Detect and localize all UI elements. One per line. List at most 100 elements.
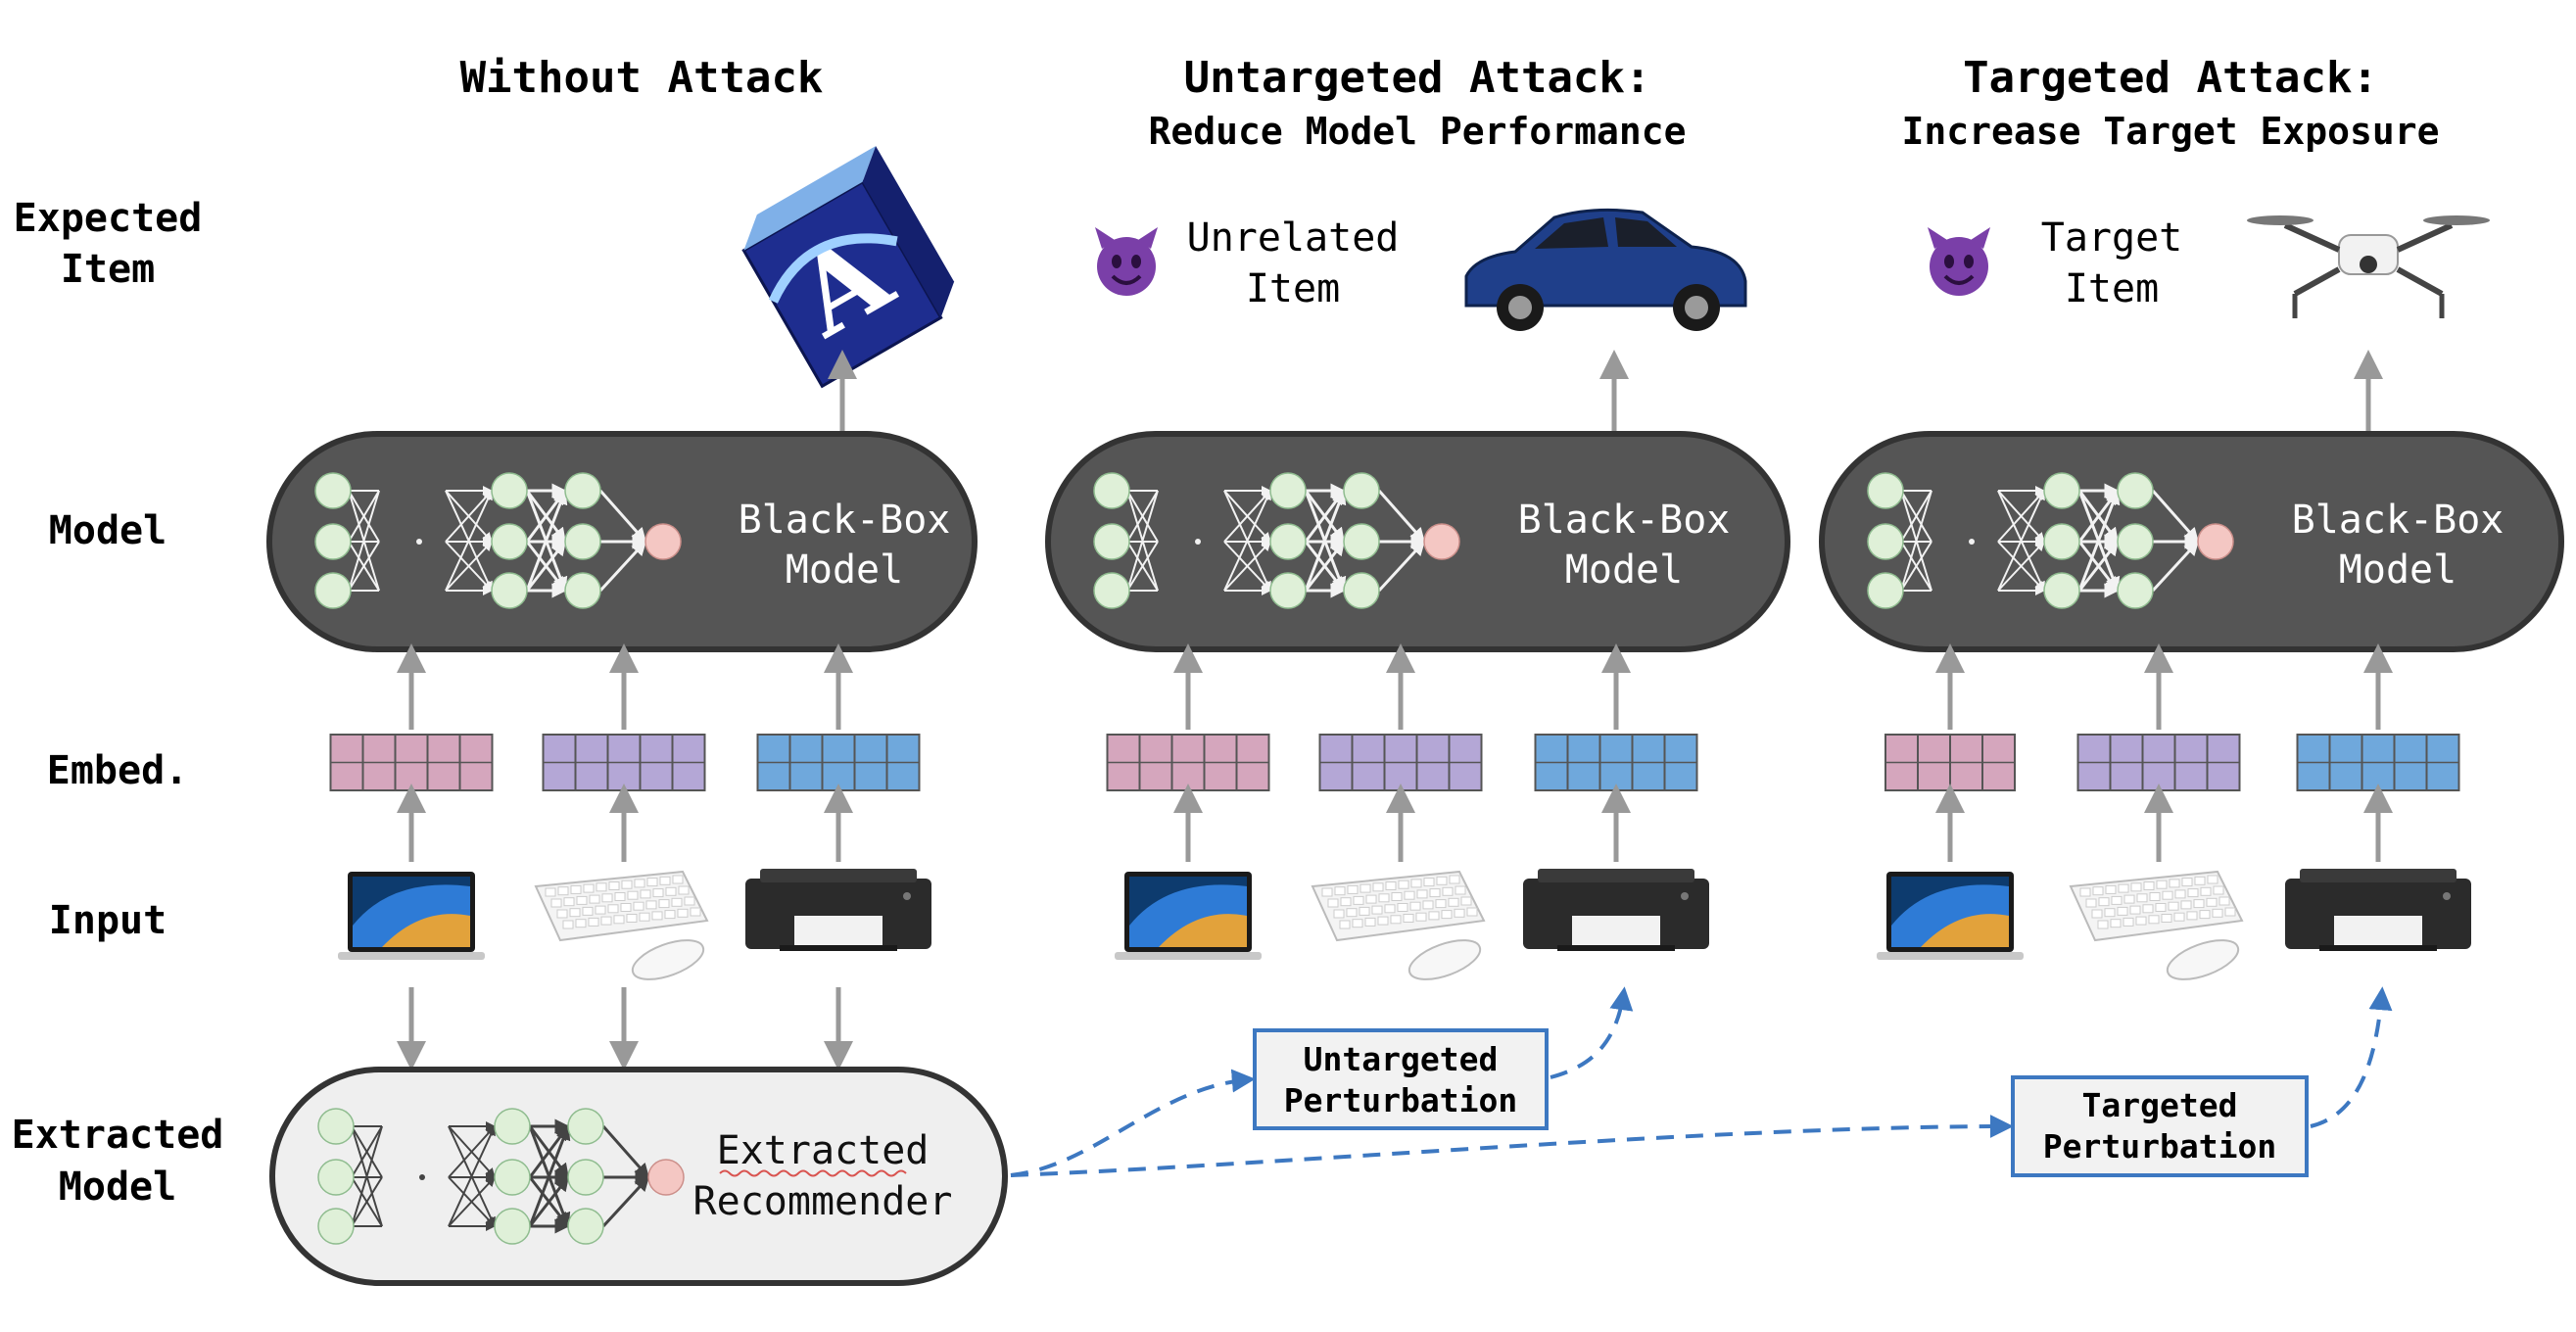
neural-network-icon: [1867, 472, 2234, 609]
neuron: [1343, 472, 1380, 509]
black-box-label-line2: Model: [1565, 547, 1683, 593]
neuron: [1867, 523, 1904, 560]
target-item-label-line2: Item: [2065, 266, 2159, 311]
blue-sedan-image: [1464, 208, 1747, 331]
black-box-model-untargeted-attack: Black-Box Model: [1045, 431, 1790, 652]
column-title-untargeted-attack: Untargeted Attack:: [1184, 53, 1651, 103]
neuron: [494, 1208, 531, 1245]
nn-ellipsis-dot: [416, 539, 422, 545]
neuron: [494, 1108, 531, 1145]
printer-icon: [1523, 869, 1709, 951]
neuron: [564, 523, 601, 560]
neuron: [2117, 572, 2154, 609]
neuron: [1343, 572, 1380, 609]
untargeted-perturbation-line1: Untargeted: [1304, 1040, 1499, 1078]
row-label-expected-item-line2: Item: [61, 247, 155, 292]
targeted-perturbation-box: Targeted Perturbation: [2011, 1075, 2309, 1177]
neuron: [1269, 523, 1307, 560]
row-label-extracted-model-line2: Model: [59, 1165, 176, 1210]
laptop-icon: [1115, 872, 1262, 960]
row-label-input: Input: [49, 898, 167, 943]
input-to-extracted-arrows: [397, 987, 853, 1070]
neuron: [2117, 472, 2154, 509]
output-neuron: [2197, 523, 2234, 560]
neuron: [567, 1159, 604, 1196]
row-label-model: Model: [49, 508, 167, 553]
embedding-vector: [2076, 734, 2241, 791]
neuron: [2043, 523, 2080, 560]
column-title-without-attack: Without Attack: [460, 53, 824, 103]
embedding-vector: [1884, 734, 2016, 791]
neuron: [317, 1208, 355, 1245]
neuron: [314, 572, 352, 609]
nn-ellipsis-dot: [1969, 539, 1975, 545]
nn-edges: [351, 1118, 650, 1234]
neuron: [1867, 572, 1904, 609]
neuron: [564, 572, 601, 609]
neuron: [1867, 472, 1904, 509]
column-title-targeted-attack: Targeted Attack:: [1963, 53, 2378, 103]
embedding-vector: [329, 734, 494, 791]
row-label-extracted-model-line1: Extracted: [12, 1113, 224, 1158]
neuron: [567, 1108, 604, 1145]
input-to-embed-arrows: [397, 784, 2393, 862]
black-box-model-without-attack: Black-Box Model: [266, 431, 978, 652]
neural-network-icon: [317, 1108, 685, 1245]
column-subtitle-untargeted-attack: Reduce Model Performance: [1148, 110, 1686, 153]
neuron: [317, 1159, 355, 1196]
neuron: [1269, 472, 1307, 509]
neuron: [1269, 572, 1307, 609]
embedding-vector: [1106, 734, 1270, 791]
input-items: [338, 869, 2471, 980]
untargeted-to-input-arrow: [1550, 986, 1634, 1079]
laptop-icon: [338, 872, 485, 960]
keyboard-mouse-icon: [2069, 870, 2244, 980]
output-neuron: [647, 1159, 685, 1196]
neuron: [567, 1208, 604, 1245]
neuron: [1093, 472, 1130, 509]
keyboard-mouse-icon: [1311, 870, 1486, 980]
neuron: [494, 1159, 531, 1196]
embedding-vector: [542, 734, 706, 791]
nn-edges: [1126, 483, 1426, 598]
black-box-label-line2: Model: [2339, 547, 2457, 593]
black-box-model-targeted-attack: Black-Box Model: [1819, 431, 2564, 652]
embedding-vector: [756, 734, 921, 791]
neuron: [491, 523, 528, 560]
black-box-label-line1: Black-Box: [1518, 498, 1731, 543]
neuron: [2117, 523, 2154, 560]
neural-network-icon: [314, 472, 682, 609]
output-neuron: [1423, 523, 1460, 560]
black-box-label-line2: Model: [786, 547, 903, 593]
neuron: [2043, 572, 2080, 609]
neural-network-icon: [1093, 472, 1460, 609]
neuron: [2043, 472, 2080, 509]
black-box-label-line1: Black-Box: [2292, 498, 2504, 543]
untargeted-perturbation-line2: Perturbation: [1284, 1081, 1517, 1119]
devil-emoji-icon: [1928, 227, 1990, 296]
printer-icon: [2285, 869, 2471, 951]
neuron: [1093, 523, 1130, 560]
target-item-label-line1: Target: [2041, 215, 2183, 261]
extracted-to-targeted-arrow: [1010, 1115, 2014, 1177]
neuron: [314, 523, 352, 560]
paper-ream-image: A: [741, 146, 955, 389]
neuron: [564, 472, 601, 509]
neuron: [1343, 523, 1380, 560]
column-subtitle-targeted-attack: Increase Target Exposure: [1901, 110, 2439, 153]
neuron: [317, 1108, 355, 1145]
neuron: [491, 572, 528, 609]
laptop-icon: [1877, 872, 2024, 960]
targeted-to-input-arrow: [2310, 986, 2393, 1128]
neuron: [491, 472, 528, 509]
embedding-vector: [1318, 734, 1483, 791]
embedding-vector: [2296, 734, 2460, 791]
nn-edges: [1900, 483, 2200, 598]
nn-ellipsis-dot: [419, 1174, 425, 1180]
embedding-vector: [1534, 734, 1698, 791]
row-label-expected-item-line1: Expected: [14, 196, 203, 241]
extracted-label-line2: Recommender: [693, 1179, 953, 1224]
extracted-to-untargeted-arrow: [1010, 1069, 1256, 1177]
devil-emoji-icon: [1095, 227, 1158, 296]
